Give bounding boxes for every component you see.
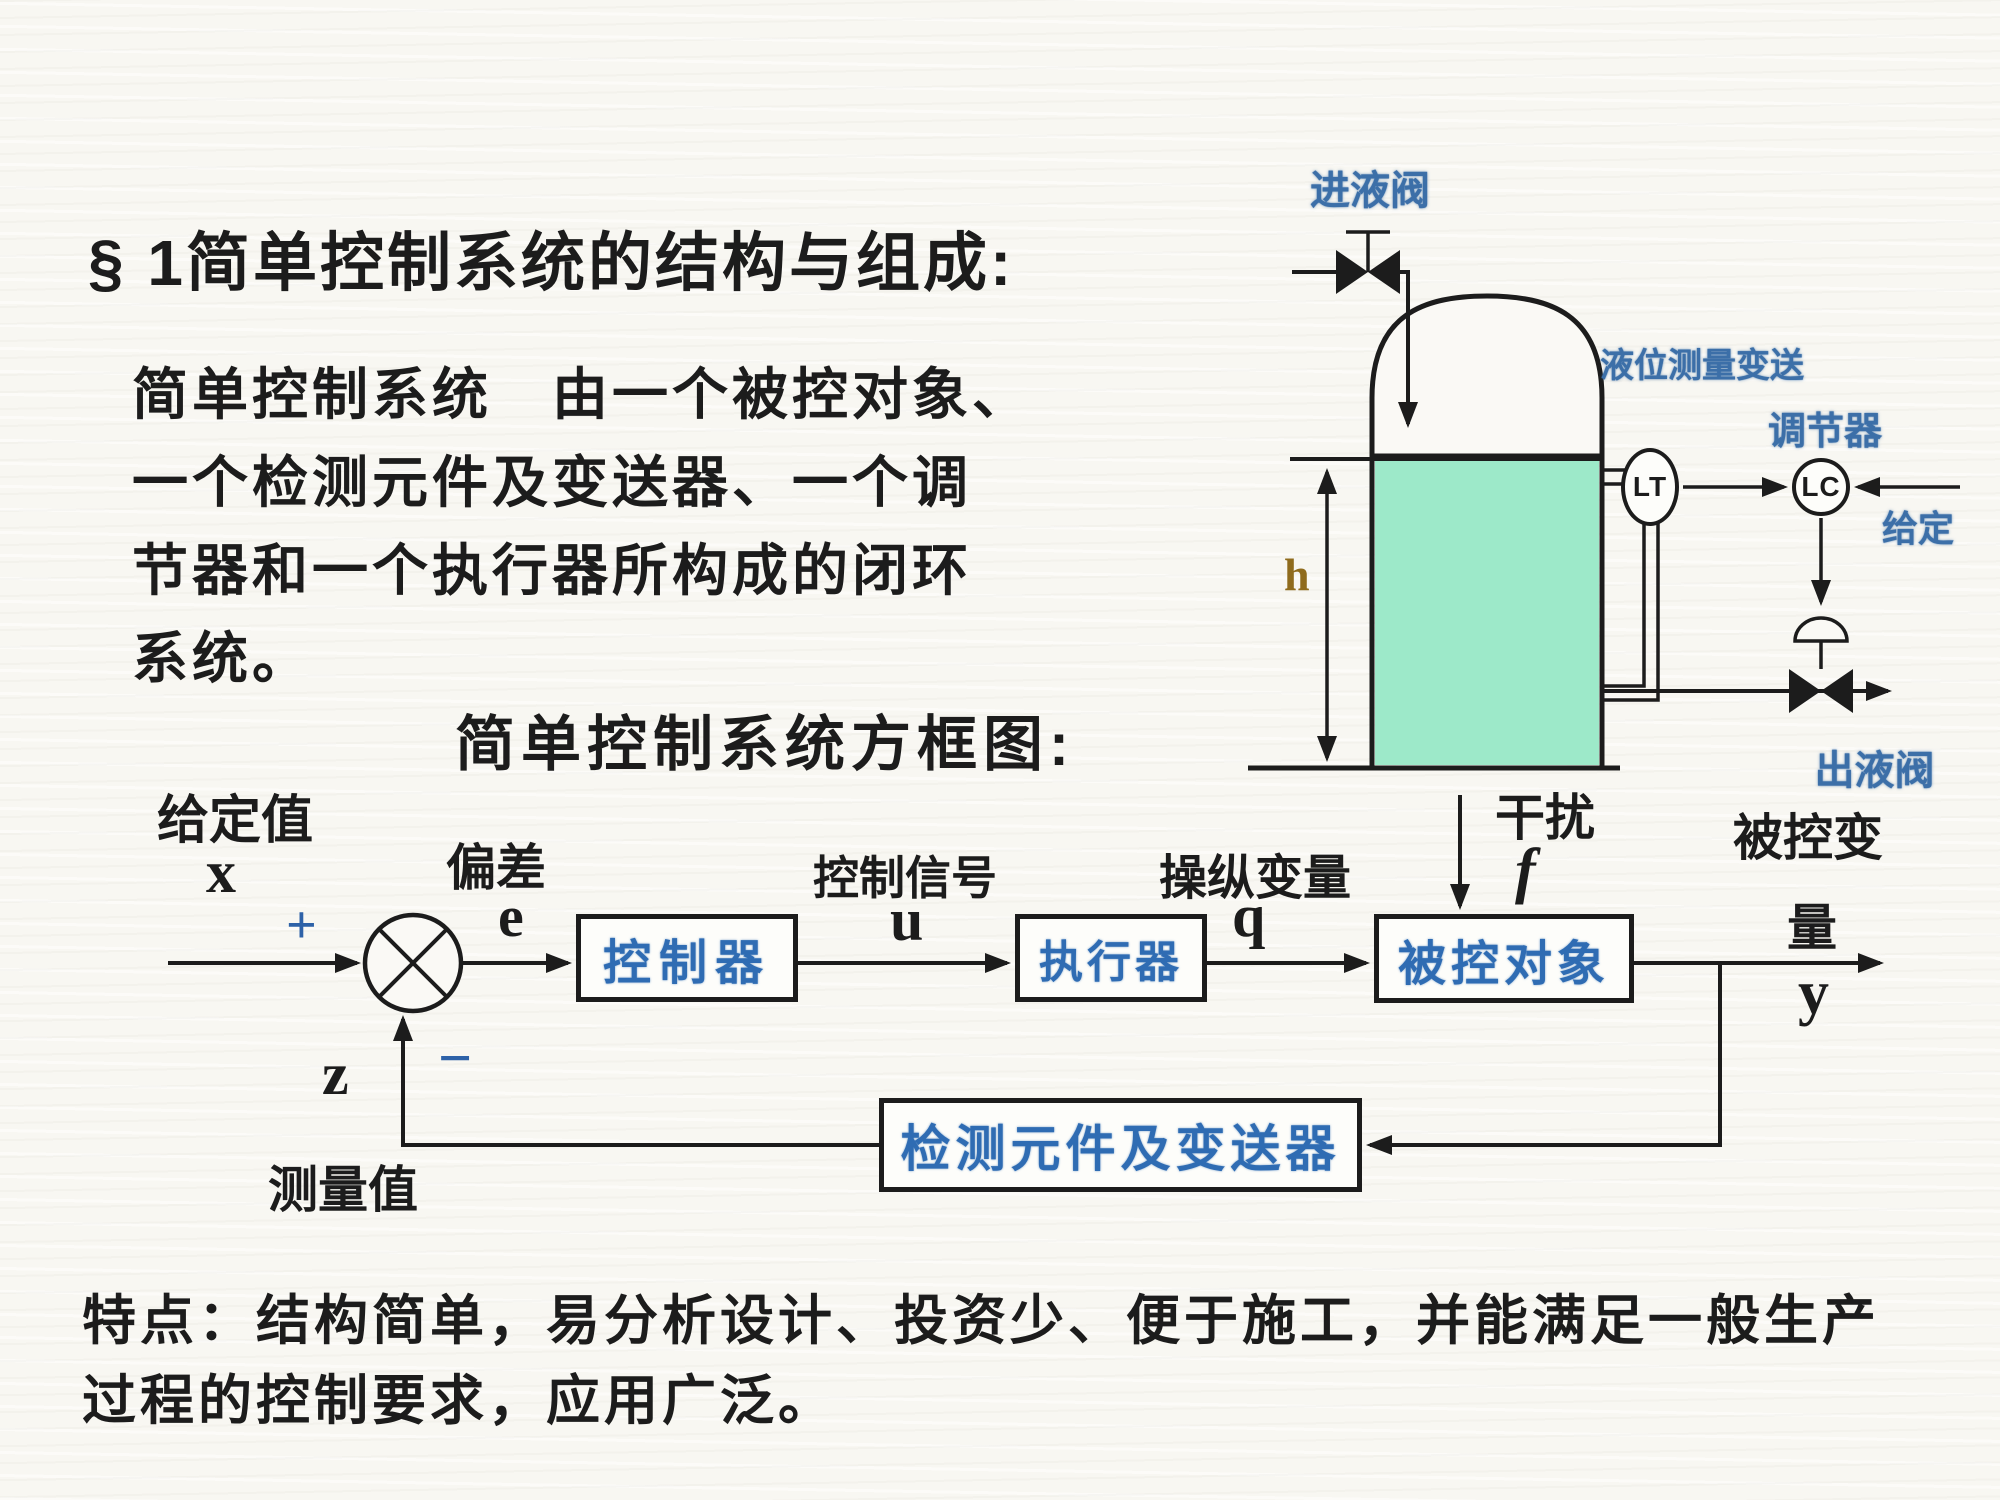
valve-actuator-icon (1793, 616, 1849, 643)
outlet-valve-icon (1789, 669, 1853, 713)
disturbance-label: 干扰 (1495, 790, 1595, 846)
inlet-valve-label: 进液阀 (1310, 169, 1430, 213)
footer-line-1: 特点：结构简单，易分析设计、投资少、便于施工，并能满足一般生产 (82, 1291, 1880, 1351)
lc-instrument-tag: LC (1792, 458, 1850, 516)
control-signal-symbol: u (890, 887, 924, 953)
lt-instrument-tag: LT (1621, 448, 1679, 526)
intro-line-1: 简单控制系统 由一个被控对象、 (132, 363, 1032, 426)
error-symbol: e (498, 884, 524, 949)
feedback-return-line (393, 1015, 879, 1147)
manipulated-var-label: 操纵变量 (1158, 852, 1351, 905)
level-transmitter-label: 液位测量变送 (1600, 347, 1804, 385)
level-height-label: h (1284, 549, 1310, 600)
sensor-transmitter-box: 检测元件及变送器 (879, 1098, 1362, 1192)
minus-sign: − (438, 1025, 473, 1091)
manipulated-var-symbol: q (1232, 883, 1266, 949)
tank-liquid (1375, 460, 1599, 765)
setpoint-label: 给定值 (156, 792, 313, 850)
intro-line-4: 系统。 (132, 627, 312, 690)
plant-box: 被控对象 (1374, 914, 1634, 1003)
tank-diagram (1248, 230, 1960, 771)
setpoint-symbol: x (206, 839, 236, 905)
measured-value-label: 测量值 (268, 1162, 418, 1218)
controlled-var-label-top: 被控变 (1733, 810, 1883, 866)
actuator-box: 执行器 (1015, 914, 1207, 1002)
plus-sign: + (286, 895, 317, 955)
footer-line-2: 过程的控制要求，应用广泛。 (82, 1371, 836, 1431)
block-diagram-heading: 简单控制系统方框图: (455, 711, 1075, 778)
inlet-drop-pipe (1394, 270, 1418, 428)
block-diagram-lines (168, 795, 1884, 1155)
outlet-valve-label: 出液阀 (1814, 749, 1935, 793)
summing-junction-cross-2 (377, 927, 449, 999)
control-signal-label: 控制信号 (813, 852, 997, 904)
intro-line-2: 一个检测元件及变送器、一个调 (132, 451, 972, 514)
intro-line-3: 节器和一个执行器所构成的闭环 (132, 539, 972, 602)
tank-dome (1369, 293, 1605, 458)
setpoint-stamp-label: 给定 (1881, 508, 1954, 549)
controlled-var-label-bottom: 量 (1787, 900, 1837, 956)
controller-box: 控制器 (576, 914, 798, 1002)
page-title: § 1简单控制系统的结构与组成: (88, 227, 1015, 299)
error-label: 偏差 (446, 840, 546, 896)
feedback-branch-line (1366, 963, 1722, 1155)
regulator-label: 调节器 (1767, 411, 1882, 453)
feedback-symbol: z (322, 1041, 349, 1107)
disturbance-symbol: f (1515, 837, 1536, 905)
output-symbol: y (1798, 959, 1829, 1027)
